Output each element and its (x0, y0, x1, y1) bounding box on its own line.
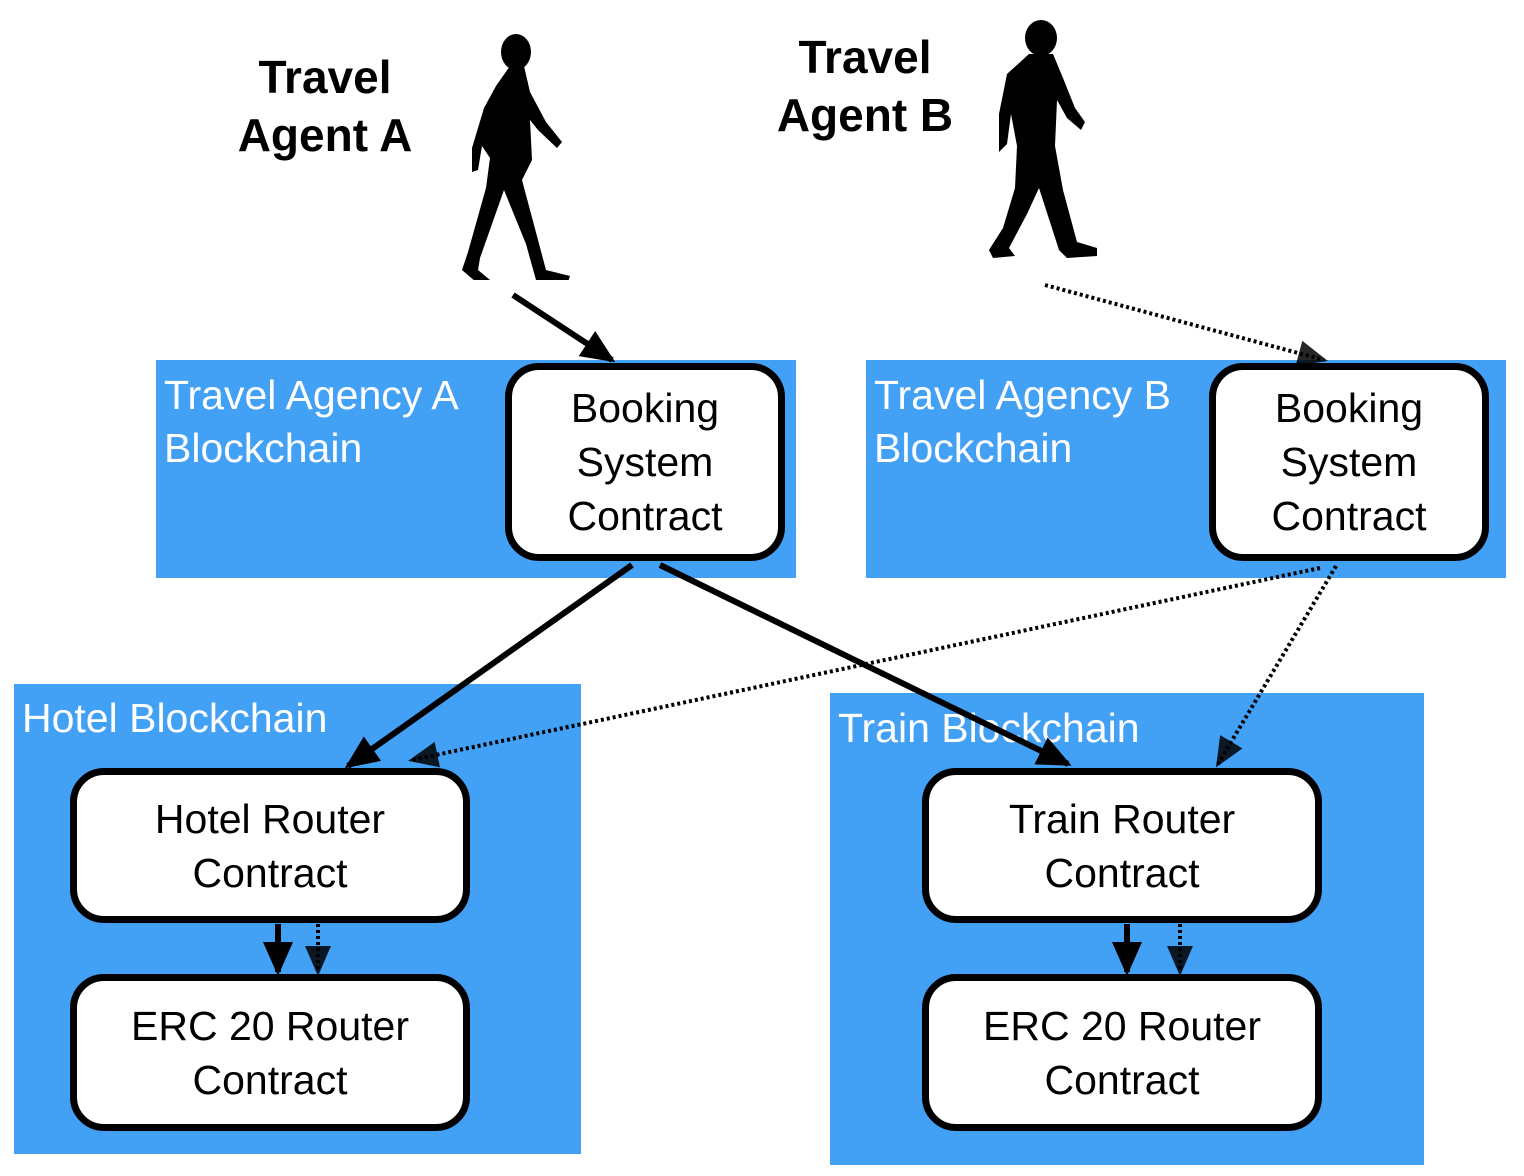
hotel-erc20-router-contract: ERC 20 Router Contract (70, 974, 470, 1131)
arrow-agent-b-to-booking-b (1044, 283, 1328, 366)
booking-system-contract-b-label: Booking System Contract (1271, 385, 1427, 539)
hotel-erc20-router-contract-label: ERC 20 Router Contract (130, 1002, 409, 1103)
hotel-blockchain-label: Hotel Blockchain (22, 695, 328, 741)
arrow-booking-a-to-hotel-router (344, 562, 634, 769)
travel-agent-b-label: Travel Agent B (776, 31, 954, 141)
hotel-router-contract-label: Hotel Router Contract (154, 795, 386, 896)
booking-system-contract-b: Booking System Contract (1209, 363, 1489, 561)
hotel-router-contract: Hotel Router Contract (70, 768, 470, 923)
booking-system-contract-a: Booking System Contract (505, 363, 785, 561)
travel-agency-b-label: Travel Agency B Blockchain (874, 372, 1172, 471)
train-router-contract-label: Train Router Contract (1008, 795, 1236, 896)
travel-agent-a-label: Travel Agent A (237, 51, 413, 161)
travel-agency-a-label: Travel Agency A Blockchain (164, 372, 459, 471)
train-erc20-router-contract: ERC 20 Router Contract (922, 974, 1322, 1131)
train-router-contract: Train Router Contract (922, 768, 1322, 923)
walking-woman-icon (462, 34, 570, 280)
arrow-agent-a-to-booking-a (511, 292, 616, 363)
train-erc20-router-contract-label: ERC 20 Router Contract (982, 1002, 1261, 1103)
arrow-booking-b-to-train-router (1215, 564, 1338, 768)
booking-system-contract-a-label: Booking System Contract (567, 385, 723, 539)
walking-man-icon (989, 20, 1097, 258)
arrow-booking-b-to-hotel-router (408, 566, 1321, 768)
arrow-booking-a-to-train-router (658, 562, 1072, 767)
